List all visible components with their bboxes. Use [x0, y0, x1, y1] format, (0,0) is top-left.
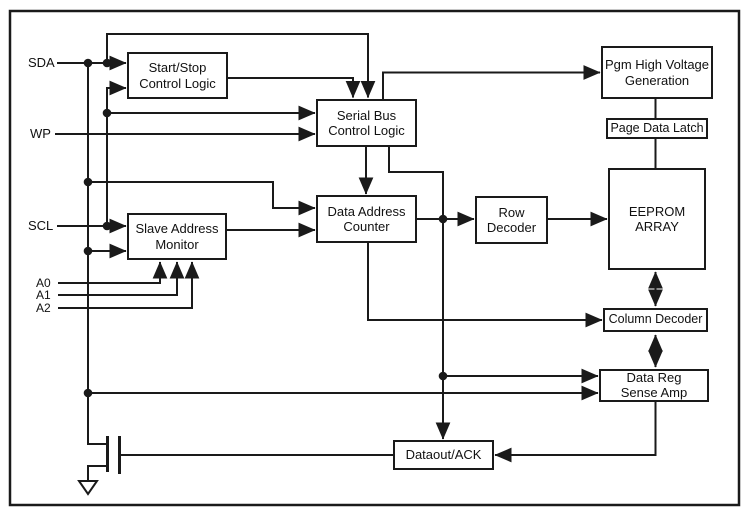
- pin-label-sda: SDA: [28, 55, 55, 70]
- block-serial-bus-control-logic: Serial Bus Control Logic: [316, 99, 417, 147]
- block-dataout-ack: Dataout/ACK: [393, 440, 494, 470]
- block-pgm-high-voltage-generation: Pgm High Voltage Generation: [601, 46, 713, 99]
- block-column-decoder: Column Decoder: [603, 308, 708, 332]
- block-eeprom-array: EEPROM ARRAY: [608, 168, 706, 270]
- block-slave-address-monitor: Slave Address Monitor: [127, 213, 227, 260]
- pin-label-a1: A1: [36, 288, 51, 302]
- pin-label-wp: WP: [30, 126, 51, 141]
- pin-label-a2: A2: [36, 301, 51, 315]
- ground-icon: [77, 480, 99, 496]
- junction-dots: [83, 58, 448, 398]
- block-data-address-counter: Data Address Counter: [316, 195, 417, 243]
- block-row-decoder: Row Decoder: [475, 196, 548, 244]
- diagram-border: [8, 9, 741, 507]
- signal-wires: [55, 33, 663, 463]
- pin-label-a0: A0: [36, 276, 51, 290]
- block-data-reg-sense-amp: Data Reg Sense Amp: [599, 369, 709, 402]
- block-page-data-latch: Page Data Latch: [606, 118, 708, 139]
- block-start-stop-control-logic: Start/Stop Control Logic: [127, 52, 228, 99]
- pin-label-scl: SCL: [28, 218, 54, 233]
- mosfet-icon: [87, 436, 121, 480]
